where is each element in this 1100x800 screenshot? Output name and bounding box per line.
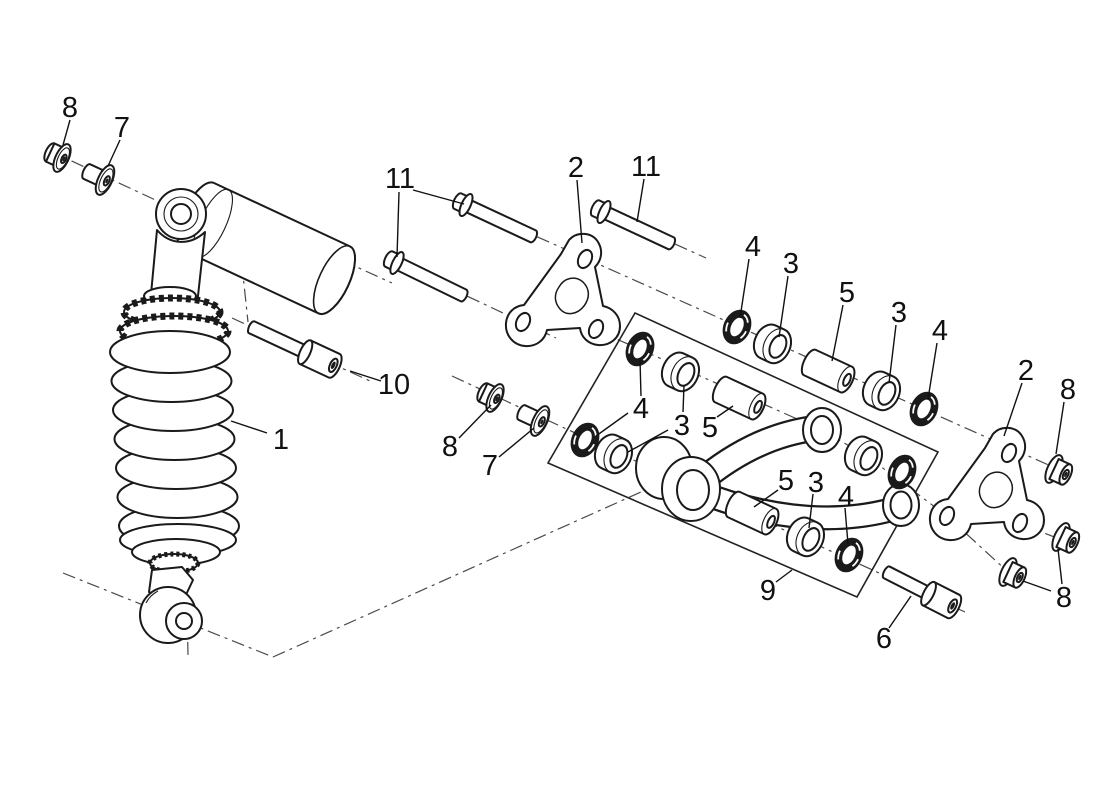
leader-line: [595, 412, 629, 437]
callout-label: 9: [760, 575, 776, 607]
callout-label: 2: [1018, 355, 1034, 387]
callout-label: 8: [442, 431, 458, 463]
leader-line: [682, 384, 685, 413]
callout-label: 4: [745, 231, 761, 263]
seal-ring-part: [570, 422, 600, 458]
spacer-sleeve-part: [724, 490, 780, 536]
leader-line: [639, 359, 642, 397]
shock-absorber-part: [109, 181, 357, 644]
leader-line: [498, 427, 535, 458]
callout-label: 8: [62, 92, 78, 124]
spring-coil: [109, 330, 231, 374]
seal-ring-part: [887, 454, 917, 490]
leader-line: [107, 139, 121, 167]
callout-label: 3: [808, 467, 824, 499]
leader-line: [775, 569, 793, 583]
leader-line: [458, 404, 492, 439]
socket-bolt-part: [247, 320, 343, 379]
plate-hole: [514, 311, 532, 333]
seal-ring-part: [625, 331, 655, 367]
callout-label: 11: [631, 151, 661, 183]
flange-bolt-part: [382, 250, 469, 303]
flange-nut-part: [998, 557, 1028, 589]
callout-label: 3: [783, 248, 799, 280]
callout-label: 3: [891, 297, 907, 329]
flange-bolt-part: [451, 192, 539, 244]
bushing-part: [752, 323, 793, 365]
leader-line: [412, 189, 465, 205]
leader-line: [1057, 548, 1063, 585]
spacer-sleeve-part: [800, 348, 856, 394]
flange-bolt-part: [589, 199, 677, 251]
callout-label: 5: [839, 277, 855, 309]
flange-nut-part: [1044, 454, 1074, 486]
leader-line: [778, 275, 789, 338]
callout-label: 2: [568, 152, 584, 184]
plate-hole: [576, 248, 594, 270]
linkage-group-outline: [546, 311, 940, 599]
callout-label: 8: [1060, 374, 1076, 406]
leader-line: [349, 370, 382, 382]
bracket-plate-right: [928, 426, 1045, 542]
callout-label: 1: [273, 424, 289, 456]
leader-line: [396, 191, 400, 258]
bushing-part: [843, 435, 884, 477]
bracket-plate-left: [504, 232, 621, 348]
bushing-part: [861, 370, 902, 412]
bushing-part: [785, 516, 826, 558]
spacer-sleeve-part: [711, 375, 767, 421]
plate-center-cutout: [554, 277, 590, 315]
bushing-part: [660, 351, 701, 393]
seal-ring-part: [909, 391, 939, 427]
leader-line: [1022, 580, 1052, 592]
callout-label: 6: [876, 623, 892, 655]
leader-line: [739, 258, 750, 319]
leader-line: [808, 493, 814, 529]
coil-spring: [109, 330, 240, 548]
parts-layer: [43, 142, 1081, 644]
callout-label: 7: [482, 450, 498, 482]
plate-hole: [587, 318, 605, 340]
leader-line: [230, 420, 268, 434]
socket-bolt-part: [881, 565, 963, 620]
leader-line: [1055, 401, 1065, 455]
spacer-washer-part: [81, 163, 116, 196]
leader-line: [576, 179, 583, 244]
leader-line: [1003, 382, 1023, 437]
callout-label: 5: [778, 465, 794, 497]
linkage-rod-front: [635, 407, 842, 522]
leader-line: [844, 507, 849, 545]
leader-line: [888, 595, 912, 629]
callout-label: 4: [633, 393, 649, 425]
callout-label: 4: [838, 481, 854, 513]
seal-ring-part: [834, 537, 864, 573]
leader-line: [636, 178, 645, 223]
leader-line: [627, 429, 669, 453]
seal-ring-part: [722, 309, 752, 345]
leader-line: [888, 324, 897, 384]
callout-label: 5: [702, 412, 718, 444]
leader-line: [831, 304, 844, 362]
callout-label: 7: [114, 112, 130, 144]
callout-label: 3: [674, 410, 690, 442]
leader-line: [927, 342, 938, 400]
callout-label: 8: [1056, 582, 1072, 614]
linkage-rod-rear: [687, 479, 920, 531]
flange-nut-part: [43, 142, 72, 173]
leader-line: [753, 489, 779, 508]
callout-label: 4: [932, 315, 948, 347]
spacer-washer-part: [516, 404, 551, 437]
leader-line: [62, 119, 71, 146]
callout-label: 10: [378, 369, 410, 401]
callout-label: 11: [385, 163, 415, 195]
leader-line: [716, 405, 734, 418]
small-parts: [43, 142, 1081, 620]
flange-nut-part: [476, 382, 505, 413]
flange-nut-part: [1051, 522, 1081, 554]
